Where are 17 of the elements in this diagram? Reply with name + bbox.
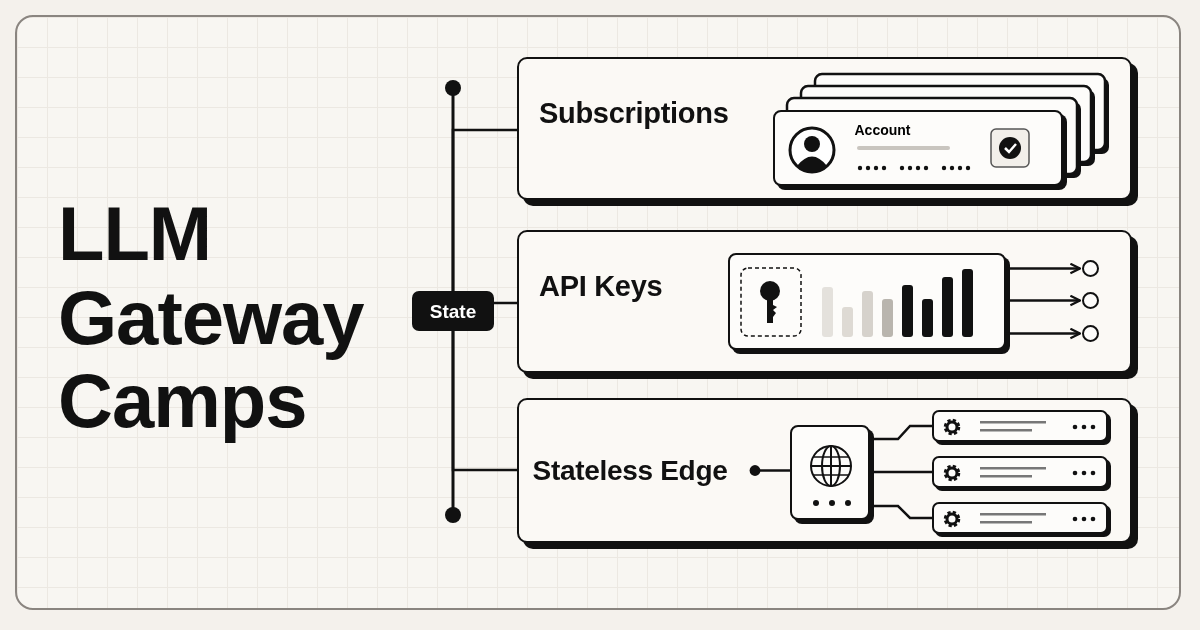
connector-line — [451, 128, 517, 291]
endpoint-circle — [1081, 259, 1099, 277]
card-label: Stateless Edge — [532, 453, 729, 488]
tag-label: State — [428, 301, 478, 323]
endpoint-circle — [1081, 291, 1099, 309]
panel-heading: API Keys — [539, 270, 663, 303]
server-row — [931, 501, 1108, 534]
panel-heading: Subscriptions — [539, 97, 729, 130]
server-row — [931, 455, 1108, 488]
server-row — [931, 409, 1108, 442]
connector-line — [494, 301, 517, 305]
card-label: Account — [854, 121, 911, 138]
connector-line — [451, 331, 517, 472]
endpoint-circle — [1081, 324, 1099, 342]
title: LLM Gateway Camps — [58, 192, 365, 443]
connector-line — [749, 465, 790, 476]
state-tag — [412, 291, 494, 331]
